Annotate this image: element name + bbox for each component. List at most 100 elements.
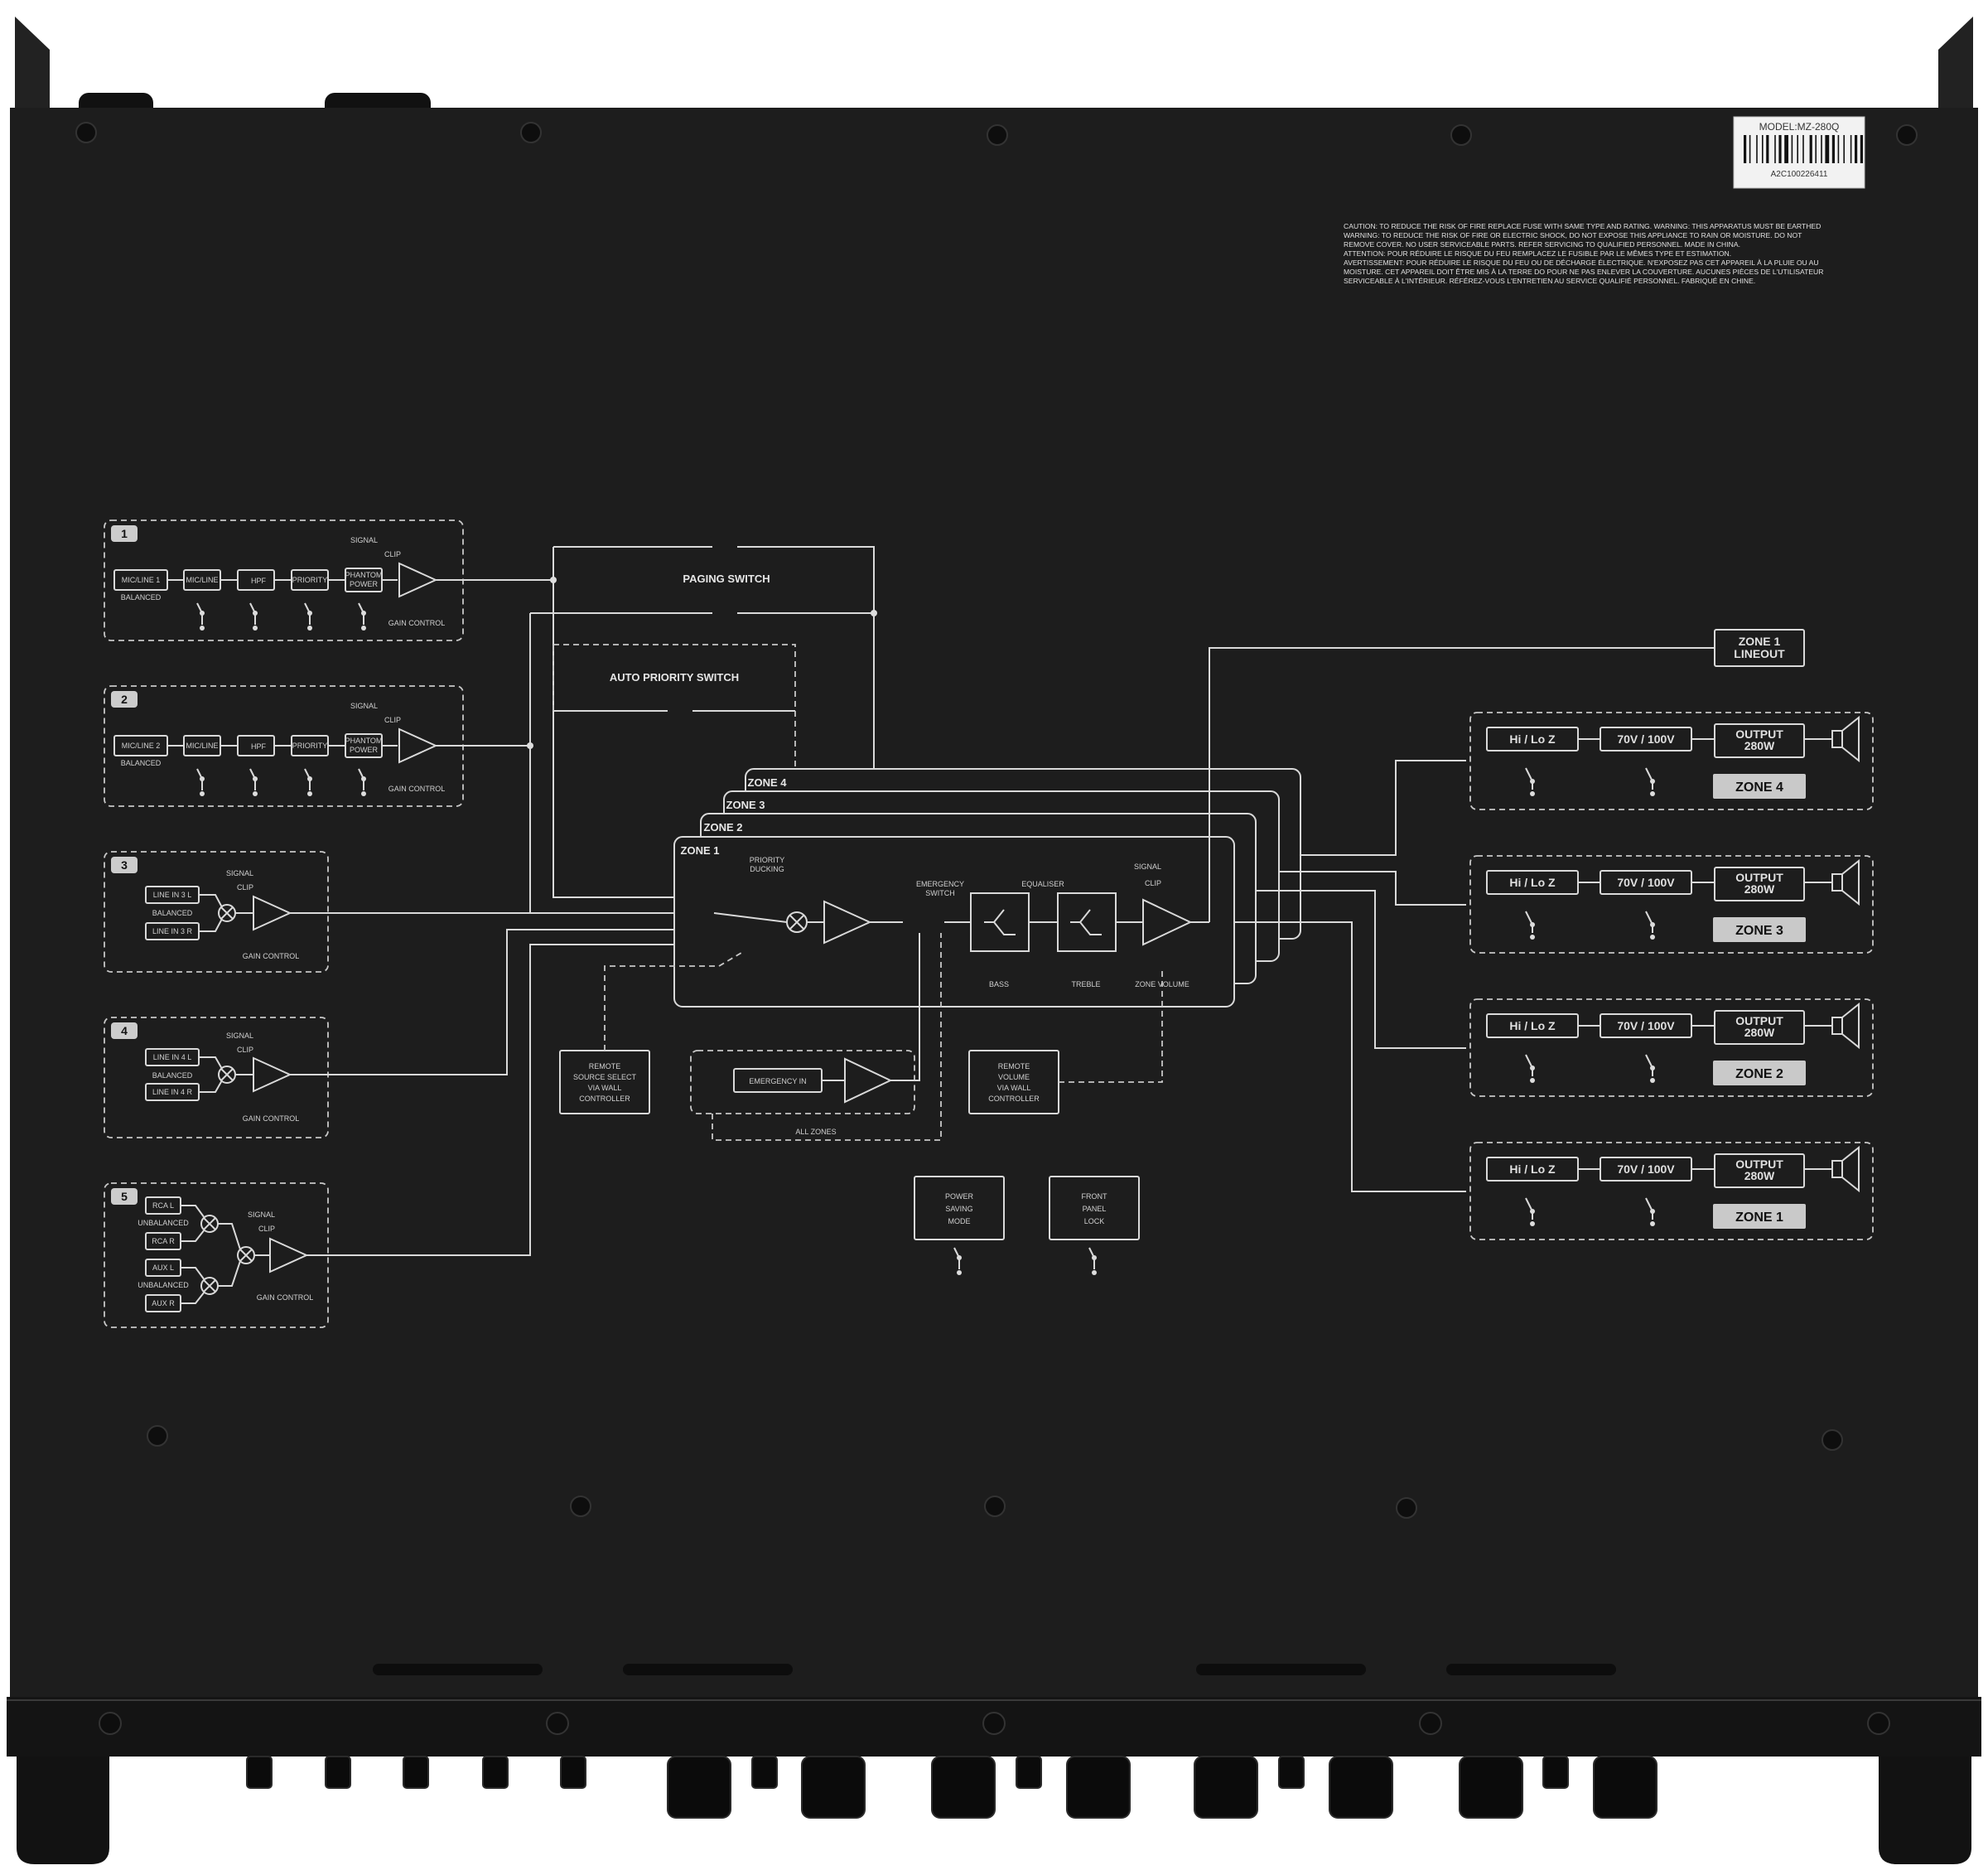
- knob-icon: [325, 1756, 351, 1789]
- knob-icon: [403, 1756, 429, 1789]
- knob-icon: [482, 1756, 509, 1789]
- hilo-label: Hi / Lo Z: [1509, 1019, 1556, 1032]
- input-ch1: 1 MIC/LINE 1 BALANCED MIC/LINE HPF PRIOR…: [104, 519, 464, 641]
- svg-text:ATTENTION: POUR RÉDUIRE LE RIS: ATTENTION: POUR RÉDUIRE LE RISQUE DU FEU…: [1344, 249, 1731, 258]
- svg-text:SOURCE SELECT: SOURCE SELECT: [573, 1073, 637, 1081]
- knob-icon: [1542, 1756, 1569, 1789]
- svg-text:CLIP: CLIP: [384, 716, 401, 724]
- svg-text:SWITCH: SWITCH: [925, 889, 955, 897]
- screw-icon: [1822, 1429, 1843, 1451]
- knob-icon: [1593, 1756, 1657, 1819]
- svg-text:HPF: HPF: [251, 577, 267, 585]
- vent-slot: [1446, 1664, 1616, 1675]
- screw-icon: [75, 122, 97, 143]
- vent-slot: [623, 1664, 793, 1675]
- svg-text:SIGNAL: SIGNAL: [350, 702, 378, 710]
- svg-text:PANEL: PANEL: [1083, 1205, 1107, 1213]
- power-saving-box: POWER SAVING MODE: [914, 1176, 1005, 1240]
- svg-text:SAVING: SAVING: [945, 1205, 972, 1213]
- svg-text:LINE IN 4 R: LINE IN 4 R: [152, 1088, 193, 1096]
- svg-text:AUX R: AUX R: [152, 1299, 175, 1307]
- svg-text:2: 2: [121, 693, 128, 706]
- output-label: OUTPUT: [1735, 727, 1783, 741]
- svg-text:REMOTE: REMOTE: [589, 1062, 621, 1070]
- zone-label: ZONE 4: [1735, 780, 1783, 795]
- svg-text:VIA WALL: VIA WALL: [588, 1084, 622, 1092]
- knob-icon: [1329, 1756, 1393, 1819]
- svg-text:WARNING: TO REDUCE THE RISK OF: WARNING: TO REDUCE THE RISK OF FIRE OR E…: [1344, 231, 1802, 239]
- svg-text:REMOVE COVER. NO USER SERVICEA: REMOVE COVER. NO USER SERVICEABLE PARTS.…: [1344, 240, 1740, 249]
- screw-icon: [984, 1496, 1006, 1517]
- svg-text:SIGNAL: SIGNAL: [226, 1032, 253, 1040]
- svg-text:REMOTE: REMOTE: [998, 1062, 1030, 1070]
- svg-text:GAIN CONTROL: GAIN CONTROL: [243, 1114, 300, 1123]
- input-ch3: 3 LINE IN 3 L BALANCED LINE IN 3 R SIGNA…: [104, 851, 329, 973]
- screw-icon: [1896, 124, 1918, 146]
- block-diagram: 1 MIC/LINE 1 BALANCED MIC/LINE HPF PRIOR…: [104, 519, 1874, 1328]
- svg-text:HPF: HPF: [251, 742, 267, 751]
- svg-text:SIGNAL: SIGNAL: [350, 536, 378, 544]
- screw-icon: [1450, 124, 1472, 146]
- svg-text:BALANCED: BALANCED: [121, 759, 162, 767]
- knob-icon: [751, 1756, 778, 1789]
- knob-icon: [560, 1756, 586, 1789]
- svg-text:GAIN CONTROL: GAIN CONTROL: [257, 1293, 314, 1302]
- svg-text:GAIN CONTROL: GAIN CONTROL: [388, 785, 446, 793]
- hilo-label: Hi / Lo Z: [1509, 1162, 1556, 1176]
- svg-text:RCA R: RCA R: [152, 1237, 175, 1245]
- svg-text:LOCK: LOCK: [1084, 1217, 1105, 1225]
- svg-text:LINE IN 3 L: LINE IN 3 L: [153, 891, 192, 899]
- svg-text:EMERGENCY IN: EMERGENCY IN: [749, 1077, 806, 1085]
- screw-icon: [1867, 1712, 1890, 1735]
- rack-ear-right: [1938, 17, 1973, 108]
- svg-text:MIC/LINE 2: MIC/LINE 2: [122, 742, 161, 750]
- svg-text:ZONE 3: ZONE 3: [726, 799, 765, 811]
- svg-text:4: 4: [121, 1024, 128, 1037]
- speaker-icon: [1831, 715, 1860, 763]
- watt-label: 280W: [1744, 882, 1775, 896]
- foot-right: [1879, 1757, 1971, 1864]
- svg-text:UNBALANCED: UNBALANCED: [138, 1281, 189, 1289]
- screws: [75, 122, 1918, 1735]
- svg-text:UNBALANCED: UNBALANCED: [138, 1219, 189, 1227]
- svg-text:POWER: POWER: [350, 580, 379, 588]
- svg-text:ZONE 2: ZONE 2: [704, 821, 743, 834]
- front-panel-lock-box: FRONT PANEL LOCK: [1049, 1176, 1140, 1240]
- watt-label: 280W: [1744, 1026, 1775, 1039]
- svg-text:ZONE 1: ZONE 1: [1739, 635, 1781, 648]
- hilo-label: Hi / Lo Z: [1509, 876, 1556, 889]
- paging-switch-label: PAGING SWITCH: [683, 573, 770, 585]
- svg-text:MOISTURE. CET APPAREIL DOIT ÊT: MOISTURE. CET APPAREIL DOIT ÊTRE MIS À L…: [1344, 268, 1823, 276]
- serial-text: A2C100226411: [1771, 170, 1828, 179]
- screw-icon: [546, 1712, 569, 1735]
- svg-text:CONTROLLER: CONTROLLER: [988, 1095, 1040, 1103]
- svg-text:MODE: MODE: [948, 1217, 971, 1225]
- remote-volume-box: REMOTE VOLUME VIA WALL CONTROLLER: [968, 968, 1163, 1114]
- svg-text:CONTROLLER: CONTROLLER: [579, 1095, 630, 1103]
- screw-icon: [987, 124, 1008, 146]
- svg-text:ZONE 1: ZONE 1: [681, 844, 720, 857]
- screw-icon: [982, 1712, 1006, 1735]
- model-label: MODEL:MZ-280Q A2C100226411: [1733, 116, 1865, 189]
- svg-text:1: 1: [121, 527, 128, 540]
- output-routing: [1209, 647, 1715, 1192]
- svg-text:3: 3: [121, 858, 128, 872]
- svg-text:POWER: POWER: [945, 1192, 974, 1201]
- svg-text:MIC/LINE: MIC/LINE: [186, 742, 218, 750]
- svg-text:AVERTISSEMENT: POUR RÉDUIRE LE: AVERTISSEMENT: POUR RÉDUIRE LE RISQUE DU…: [1344, 259, 1819, 267]
- output-label: OUTPUT: [1735, 1157, 1783, 1171]
- svg-text:AUX L: AUX L: [152, 1264, 174, 1272]
- voltage-label: 70V / 100V: [1617, 1162, 1675, 1176]
- screw-icon: [1419, 1712, 1442, 1735]
- knob-icon: [246, 1756, 273, 1789]
- input-ch5: 5 RCA L UNBALANCED RCA R AUX L UNBALANCE…: [104, 1182, 329, 1328]
- front-knobs: [246, 1756, 1657, 1819]
- svg-text:GAIN CONTROL: GAIN CONTROL: [388, 619, 446, 627]
- watt-label: 280W: [1744, 739, 1775, 752]
- model-text: MODEL:MZ-280Q: [1759, 121, 1840, 133]
- zone-label: ZONE 3: [1735, 924, 1783, 938]
